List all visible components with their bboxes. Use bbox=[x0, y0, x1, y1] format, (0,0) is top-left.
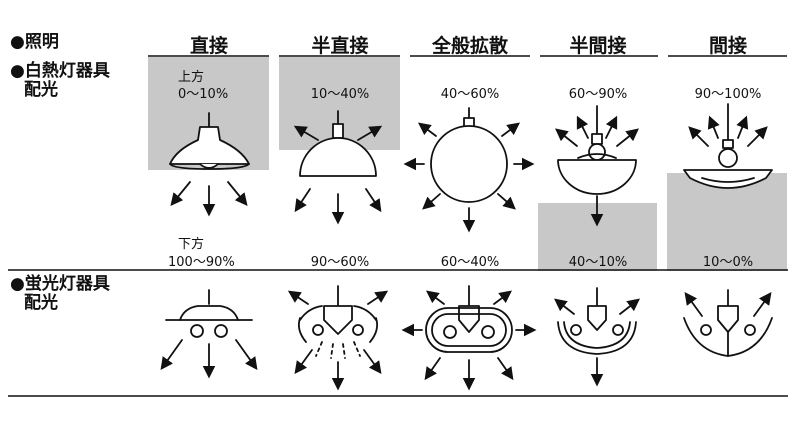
shade-indirect-lower bbox=[667, 173, 787, 271]
incandescent-row-label: ●白熱灯器具 bbox=[10, 61, 110, 81]
direct-fluorescent-arrows bbox=[160, 339, 258, 379]
column-header-general-diffuse: 全般拡散 bbox=[431, 35, 508, 57]
semidirect-upward-value: 10〜40% bbox=[310, 87, 370, 102]
diffuse-fluorescent-fixture bbox=[425, 285, 513, 353]
title-label: ●照明 bbox=[10, 32, 59, 52]
indirect-fluorescent-arrows bbox=[684, 291, 772, 317]
upward-label: 上方 bbox=[178, 70, 205, 85]
indirect-incandescent-arrows bbox=[688, 115, 768, 147]
semiindirect-upward-value: 60〜90% bbox=[568, 87, 628, 102]
indirect-fluorescent-fixture bbox=[683, 289, 773, 357]
semidirect-fluorescent-arrows bbox=[287, 290, 389, 391]
semiindirect-incandescent-fixture bbox=[557, 105, 637, 195]
fluorescent-row-sublabel: 配光 bbox=[24, 293, 58, 313]
direct-incandescent-fixture bbox=[169, 112, 250, 170]
downward-label: 下方 bbox=[178, 237, 205, 252]
diffuse-upward-value: 40〜60% bbox=[440, 87, 500, 102]
indirect-downward-value: 10〜0% bbox=[702, 255, 754, 270]
semidirect-incandescent-arrows bbox=[293, 125, 383, 225]
indirect-upward-value: 90〜100% bbox=[694, 87, 762, 102]
semidirect-incandescent-fixture bbox=[299, 110, 377, 177]
direct-fluorescent-fixture bbox=[165, 289, 253, 338]
diffuse-fluorescent-arrows bbox=[401, 290, 537, 391]
incandescent-row-sublabel: 配光 bbox=[24, 80, 58, 100]
semiindirect-downward-value: 40〜10% bbox=[568, 255, 628, 270]
diffuse-incandescent-arrows bbox=[403, 122, 535, 233]
fluorescent-row-label: ●蛍光灯器具 bbox=[10, 274, 110, 294]
column-header-indirect: 間接 bbox=[708, 35, 747, 57]
direct-incandescent-arrows bbox=[170, 181, 248, 217]
indirect-incandescent-fixture bbox=[683, 103, 773, 189]
column-header-direct: 直接 bbox=[189, 35, 228, 57]
diffuse-incandescent-fixture bbox=[430, 107, 508, 203]
semidirect-downward-value: 90〜60% bbox=[310, 255, 370, 270]
semiindirect-fluorescent-arrows bbox=[554, 298, 640, 387]
direct-upward-value: 0〜10% bbox=[178, 87, 229, 102]
semiindirect-incandescent-arrows bbox=[555, 115, 639, 227]
direct-downward-value: 100〜90% bbox=[168, 255, 235, 270]
column-header-semidirect: 半直接 bbox=[311, 35, 369, 57]
semidirect-fluorescent-fixture bbox=[297, 285, 379, 359]
diffuse-downward-value: 60〜40% bbox=[440, 255, 500, 270]
column-header-semiindirect: 半間接 bbox=[569, 35, 627, 57]
semiindirect-fluorescent-fixture bbox=[557, 287, 637, 355]
